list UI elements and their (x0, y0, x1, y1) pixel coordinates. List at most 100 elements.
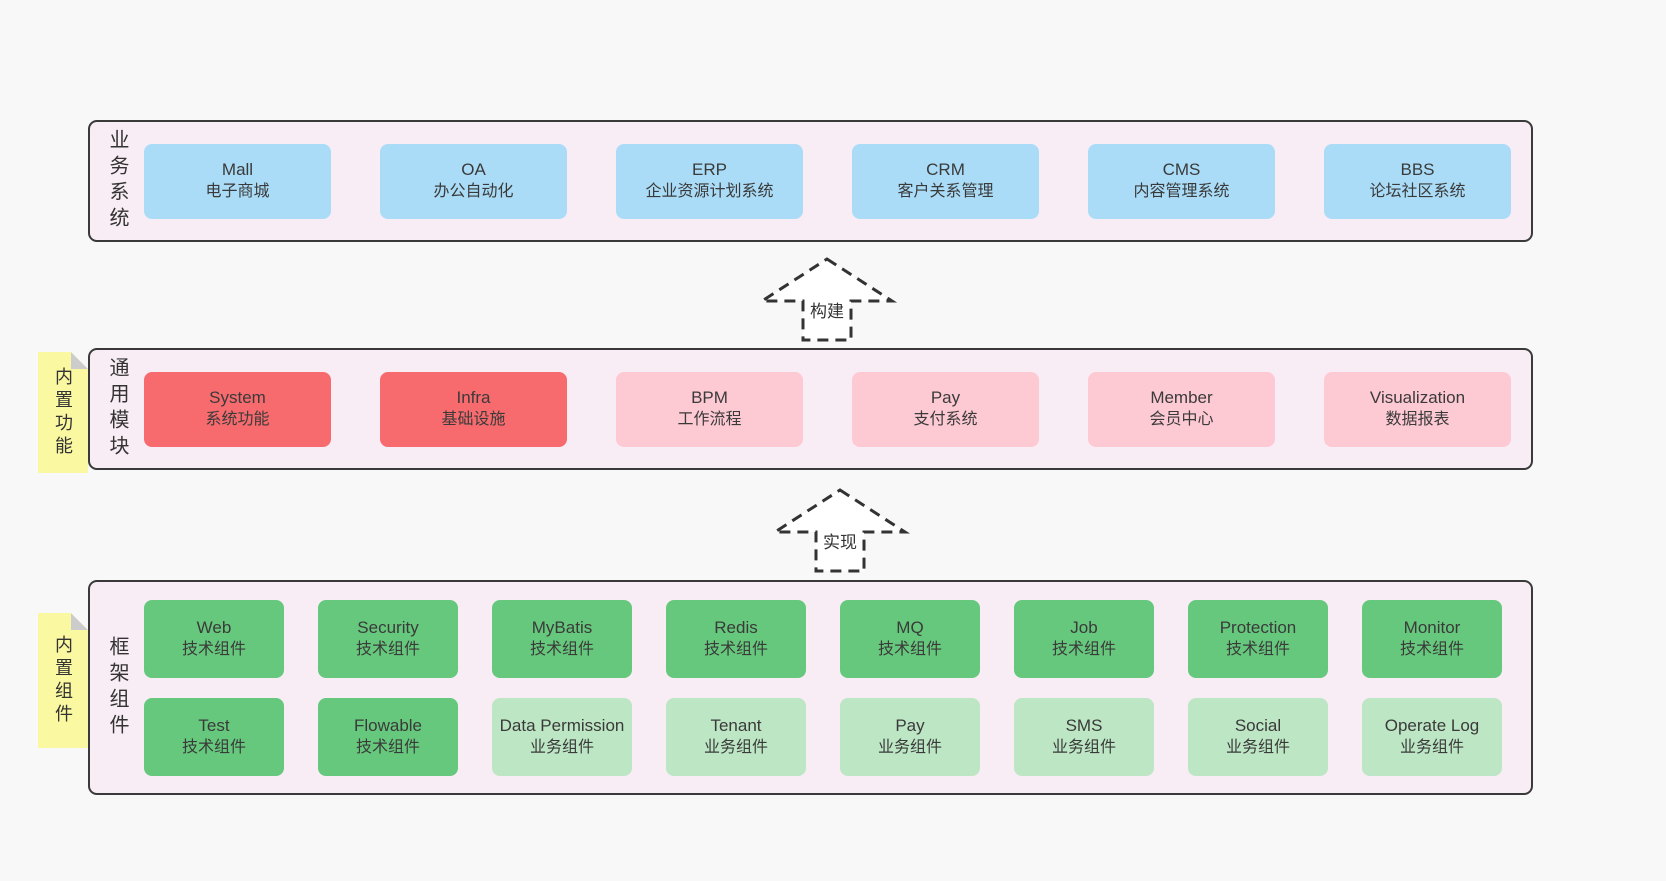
sticky-note-text: 内置组件 (53, 634, 73, 727)
box-data-permission: Data Permission 业务组件 (492, 697, 632, 776)
box-subtitle: 会员中心 (1149, 411, 1214, 429)
box-title: MyBatis (531, 617, 593, 637)
box-title: Data Permission (499, 715, 625, 735)
box-subtitle: 电子商城 (205, 183, 270, 201)
box-title: Operate Log (1384, 715, 1480, 735)
box-system: System 系统功能 (144, 371, 331, 447)
box-title: Web (196, 617, 232, 637)
box-subtitle: 业务组件 (1399, 738, 1464, 756)
box-title: ERP (692, 160, 727, 180)
box-subtitle: 技术组件 (355, 640, 420, 658)
box-subtitle: 技术组件 (181, 738, 246, 756)
box-subtitle: 系统功能 (205, 411, 270, 429)
box-title: Protection (1219, 617, 1297, 637)
box-subtitle: 内容管理系统 (1133, 183, 1230, 201)
box-web: Web 技术组件 (144, 599, 284, 678)
box-title: MQ (896, 617, 924, 637)
box-subtitle: 数据报表 (1385, 411, 1450, 429)
box-title: Member (1150, 388, 1213, 408)
box-subtitle: 技术组件 (1051, 640, 1116, 658)
box-visualization: Visualization 数据报表 (1324, 371, 1511, 447)
box-title: System (209, 388, 266, 408)
box-erp: ERP 企业资源计划系统 (616, 143, 803, 219)
box-subtitle: 基础设施 (441, 411, 506, 429)
arrow-label-build: 构建 (810, 302, 844, 321)
box-subtitle: 技术组件 (181, 640, 246, 658)
box-title: Redis (714, 617, 758, 637)
layer-side-label-wrap: 框架组件 (90, 582, 144, 793)
box-subtitle: 客户关系管理 (897, 183, 994, 201)
up-arrow-icon (769, 488, 911, 573)
box-bbs: BBS 论坛社区系统 (1324, 143, 1511, 219)
box-crm: CRM 客户关系管理 (852, 143, 1039, 219)
box-subtitle: 论坛社区系统 (1369, 183, 1466, 201)
layer-label-framework-components: 框架组件 (106, 635, 128, 740)
box-title: Test (198, 715, 230, 735)
box-subtitle: 技术组件 (877, 640, 942, 658)
box-job: Job 技术组件 (1014, 599, 1154, 678)
box-subtitle: 技术组件 (703, 640, 768, 658)
box-bpm: BPM 工作流程 (616, 371, 803, 447)
box-mall: Mall 电子商城 (144, 143, 331, 219)
layer-side-label-wrap: 通用模块 (90, 350, 144, 468)
box-title: BPM (691, 388, 728, 408)
sticky-note-builtin-features: 内置功能 (38, 352, 88, 473)
arrow-label-implement: 实现 (823, 533, 857, 552)
box-title: Social (1234, 715, 1282, 735)
box-subtitle: 办公自动化 (433, 183, 514, 201)
box-protection: Protection 技术组件 (1188, 599, 1328, 678)
sticky-note-builtin-components: 内置组件 (38, 613, 88, 748)
box-subtitle: 业务组件 (529, 738, 594, 756)
box-subtitle: 业务组件 (1051, 738, 1116, 756)
box-title: Mall (221, 160, 254, 180)
box-subtitle: 技术组件 (529, 640, 594, 658)
up-arrow-icon (756, 257, 898, 342)
box-title: CRM (926, 160, 965, 180)
up-arrow-build: 构建 (752, 255, 902, 343)
box-cms: CMS 内容管理系统 (1088, 143, 1275, 219)
box-member: Member 会员中心 (1088, 371, 1275, 447)
box-subtitle: 业务组件 (877, 738, 942, 756)
box-mybatis: MyBatis 技术组件 (492, 599, 632, 678)
box-subtitle: 企业资源计划系统 (645, 183, 774, 201)
box-subtitle: 工作流程 (677, 411, 742, 429)
box-subtitle: 业务组件 (703, 738, 768, 756)
layer-framework-components: 框架组件 Web 技术组件 Security 技术组件 MyBatis 技术组件 Redis… (88, 580, 1533, 795)
box-security: Security 技术组件 (318, 599, 458, 678)
layer-label-business-systems: 业务系统 (106, 129, 128, 233)
box-title: CMS (1162, 160, 1201, 180)
layer-label-common-modules: 通用模块 (106, 357, 128, 461)
box-title: Visualization (1369, 388, 1466, 408)
box-title: Monitor (1403, 617, 1461, 637)
box-title: Job (1070, 617, 1098, 637)
box-title: SMS (1065, 715, 1103, 735)
box-operate-log: Operate Log 业务组件 (1362, 697, 1502, 776)
box-title: Security (357, 617, 419, 637)
box-title: BBS (1400, 160, 1435, 180)
box-monitor: Monitor 技术组件 (1362, 599, 1502, 678)
box-subtitle: 支付系统 (913, 411, 978, 429)
layer-side-label-wrap: 业务系统 (90, 122, 144, 240)
box-subtitle: 技术组件 (1225, 640, 1290, 658)
sticky-note-text: 内置功能 (53, 366, 73, 459)
box-subtitle: 技术组件 (1399, 640, 1464, 658)
box-subtitle: 技术组件 (355, 738, 420, 756)
up-arrow-implement: 实现 (765, 486, 915, 574)
box-mq: MQ 技术组件 (840, 599, 980, 678)
